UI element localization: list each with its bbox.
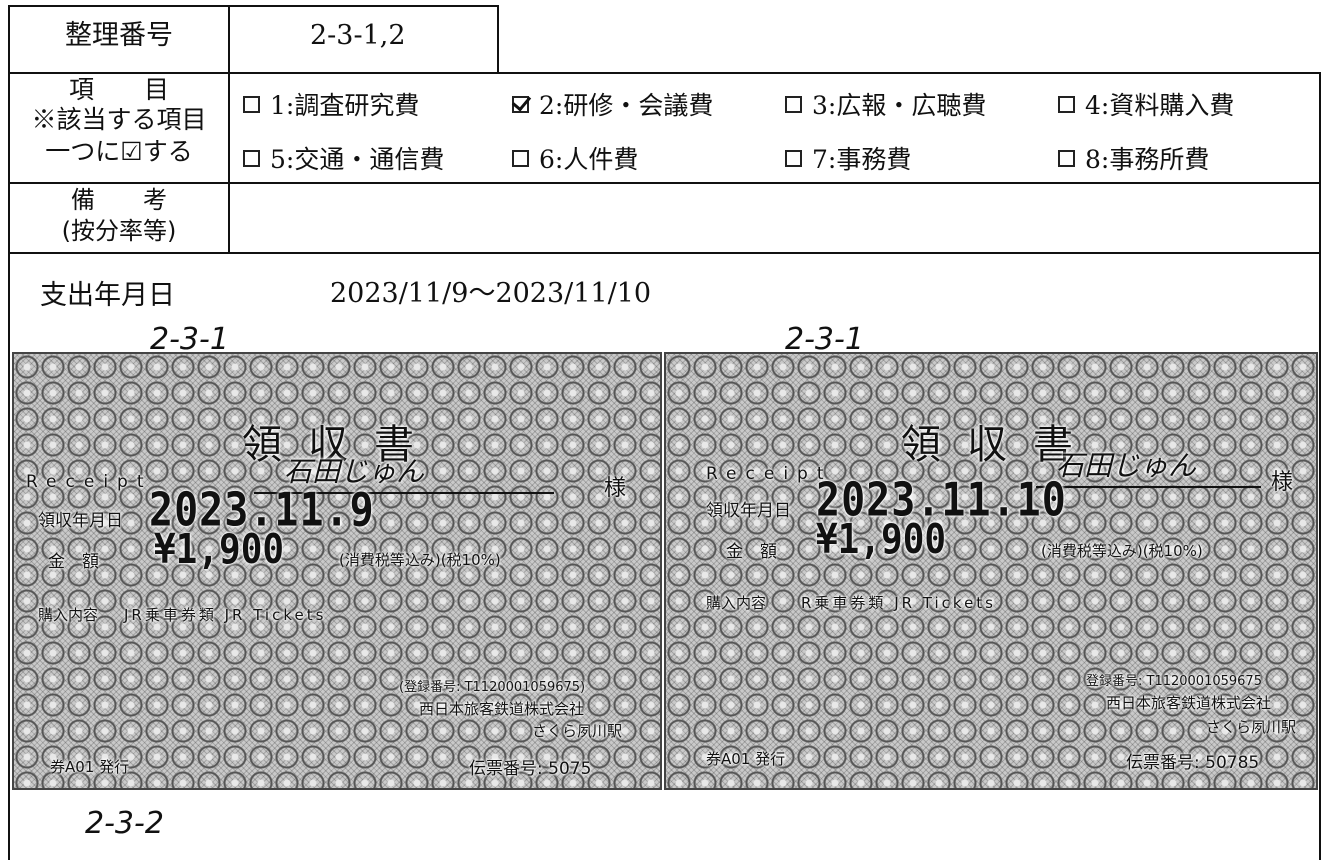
seiri-value: 2-3-1,2 (310, 20, 406, 51)
bikou-label: 備 考 (71, 186, 167, 214)
seiri-label: 整理番号 (65, 20, 173, 51)
checkbox-icon[interactable] (785, 149, 802, 167)
checkbox-checked-icon[interactable] (512, 95, 529, 113)
category-2[interactable]: 2:研修・会議費 (512, 86, 713, 122)
receipt-content: R乗車券類 JR Tickets (801, 594, 996, 612)
receipt-english: Receipt (706, 464, 833, 484)
koumoku-label: 項 目 (68, 75, 169, 104)
row1-bottom-line (8, 72, 1321, 74)
receipt-company: 西日本旅客鉄道株式会社 (419, 700, 585, 718)
receipt-tax-note: (消費税等込み)(税10%) (1041, 542, 1203, 560)
receipt-date-label: 領収年月日 (38, 511, 123, 531)
category-7[interactable]: 7:事務費 (785, 140, 911, 176)
receipt-amount-label: 金 額 (726, 542, 777, 562)
receipt-amount-label: 金 額 (48, 552, 99, 572)
row3-bottom-line (8, 252, 1321, 254)
receipt-honorific: 様 (604, 476, 627, 501)
category-5[interactable]: 5:交通・通信費 (243, 140, 444, 176)
table-outer-left (8, 5, 10, 860)
table-top-line (8, 5, 498, 7)
receipt-date: 2023.11.9 (149, 484, 375, 537)
category-3[interactable]: 3:広報・広聴費 (785, 86, 986, 122)
receipt-slip-number: 伝票番号: 50785 (1126, 753, 1260, 773)
category-4[interactable]: 4:資料購入費 (1058, 86, 1234, 122)
left-receipt-tag: 2-3-1 (150, 322, 229, 357)
table-outer-right (1319, 72, 1321, 860)
checkbox-icon[interactable] (1058, 149, 1075, 167)
receipt-amount: ¥1,900 (816, 516, 947, 564)
receipt-station: さくら夙川駅 (532, 722, 623, 740)
receipt-reg-number: 登録番号: T1120001059675 (1086, 674, 1262, 689)
receipt-slip-number: 伝票番号: 5075 (469, 759, 592, 779)
category-8[interactable]: 8:事務所費 (1058, 140, 1209, 176)
receipt-english: Receipt (26, 472, 153, 492)
receipt-honorific: 様 (1271, 470, 1294, 495)
category-6[interactable]: 6:人件費 (512, 140, 638, 176)
category-1[interactable]: 1:調査研究費 (243, 86, 419, 122)
receipt-reg-number: (登録番号: T1120001059675) (399, 680, 586, 695)
receipt-date-label: 領収年月日 (706, 501, 791, 521)
label-column-line (228, 5, 230, 254)
receipt-title: 領収書 (242, 422, 440, 468)
receipt-title: 領収書 (901, 422, 1099, 468)
receipt-content: JR乗車券類 JR Tickets (124, 606, 327, 624)
receipt-station: さくら夙川駅 (1206, 718, 1297, 736)
receipt-right: 領収書 Receipt 石田じゅん 様 領収年月日 2023.11.10 金 額… (664, 352, 1318, 790)
receipt-recipient: 石田じゅん (1056, 449, 1197, 482)
checkbox-icon[interactable] (243, 95, 260, 113)
receipt-issuer: 券A01 発行 (50, 758, 130, 776)
receipt-issuer: 券A01 発行 (706, 750, 786, 768)
receipt-company: 西日本旅客鉄道株式会社 (1106, 694, 1272, 712)
shishutsu-value: 2023/11/9～2023/11/10 (330, 278, 652, 309)
bottom-tag: 2-3-2 (85, 806, 164, 841)
seiri-right-line (497, 5, 499, 73)
checkbox-icon[interactable] (785, 95, 802, 113)
receipt-content-label: 購入内容 (38, 606, 99, 624)
receipt-left: 領収書 Receipt 石田じゅん 様 領収年月日 2023.11.9 金 額 … (12, 352, 662, 790)
receipt-recipient: 石田じゅん (284, 455, 425, 488)
checkbox-icon[interactable] (512, 149, 529, 167)
receipt-date: 2023.11.10 (816, 474, 1067, 527)
bikou-note: (按分率等) (61, 217, 177, 245)
checkbox-icon[interactable] (243, 149, 260, 167)
receipt-content-label: 購入内容 (706, 594, 767, 612)
recipient-underline (1036, 486, 1261, 488)
receipt-amount: ¥1,900 (154, 526, 285, 574)
koumoku-note-2: 一つに☑する (45, 137, 193, 166)
checkbox-icon[interactable] (1058, 95, 1075, 113)
row2-bottom-line (8, 182, 1321, 184)
koumoku-note-1: ※該当する項目 (31, 105, 207, 134)
recipient-underline (254, 492, 554, 494)
receipt-tax-note: (消費税等込み)(税10%) (339, 551, 501, 569)
right-receipt-tag: 2-3-1 (785, 322, 864, 357)
shishutsu-label: 支出年月日 (40, 280, 175, 311)
